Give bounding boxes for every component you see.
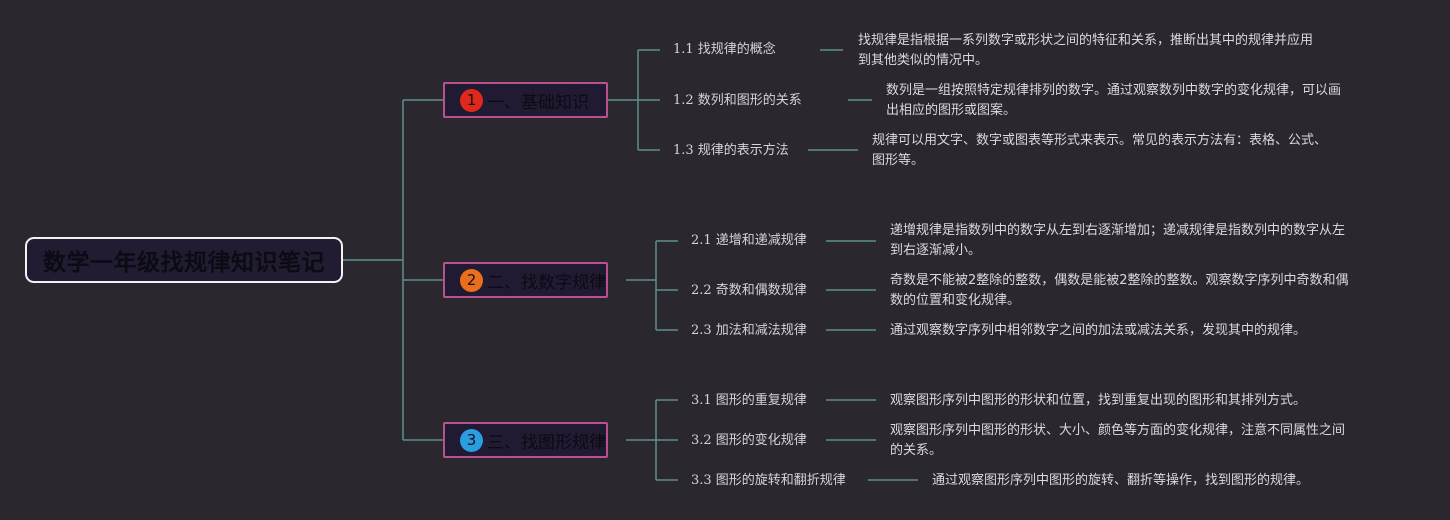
subtopic-3-2[interactable]: 3.2 图形的变化规律 — [691, 433, 807, 448]
root-node[interactable]: 数学一年级找规律知识笔记 — [25, 237, 343, 283]
description-3-2: 观察图形序列中图形的形状、大小、颜色等方面的变化规律，注意不同属性之间 的关系。 — [890, 423, 1346, 458]
subtopic-1-1[interactable]: 1.1 找规律的概念 — [673, 42, 776, 57]
subtopic-2-2[interactable]: 2.2 奇数和偶数规律 — [691, 283, 807, 298]
description-1-1: 找规律是指根据一系列数字或形状之间的特征和关系，推断出其中的规律并应用 到其他类… — [858, 33, 1314, 68]
branch-label: 二、找数字规律 — [487, 272, 606, 293]
description-3-1: 观察图形序列中图形的形状和位置，找到重复出现的图形和其排列方式。 — [890, 393, 1307, 408]
description-2-1: 递增规律是指数列中的数字从左到右逐渐增加；递减规律是指数列中的数字从左 到右逐渐… — [890, 223, 1346, 258]
branch-node-number-patterns[interactable]: 2 二、找数字规律 — [443, 262, 608, 298]
root-title: 数学一年级找规律知识笔记 — [43, 250, 325, 276]
branch-label: 三、找图形规律 — [487, 432, 606, 453]
subtopic-2-3[interactable]: 2.3 加法和减法规律 — [691, 323, 807, 338]
description-1-2: 数列是一组按照特定规律排列的数字。通过观察数列中数字的变化规律，可以画 出相应的… — [886, 83, 1342, 118]
branch-node-shape-patterns[interactable]: 3 三、找图形规律 — [443, 422, 608, 458]
subtopic-1-3[interactable]: 1.3 规律的表示方法 — [673, 143, 789, 158]
description-2-3: 通过观察数字序列中相邻数字之间的加法或减法关系，发现其中的规律。 — [890, 323, 1307, 338]
subtopic-3-1[interactable]: 3.1 图形的重复规律 — [691, 393, 807, 408]
number-badge-icon: 1 — [460, 88, 483, 112]
description-3-3: 通过观察图形序列中图形的旋转、翻折等操作，找到图形的规律。 — [932, 473, 1310, 488]
description-1-3: 规律可以用文字、数字或图表等形式来表示。常见的表示方法有：表格、公式、 图形等。 — [872, 133, 1328, 168]
description-2-2: 奇数是不能被2整除的整数，偶数是能被2整除的整数。观察数字序列中奇数和偶 数的位… — [890, 273, 1349, 308]
number-badge-icon: 3 — [460, 428, 483, 452]
subtopic-2-1[interactable]: 2.1 递增和递减规律 — [691, 233, 807, 248]
number-badge-icon: 2 — [460, 268, 483, 292]
subtopic-1-2[interactable]: 1.2 数列和图形的关系 — [673, 93, 802, 108]
subtopic-3-3[interactable]: 3.3 图形的旋转和翻折规律 — [691, 473, 846, 488]
branch-label: 一、基础知识 — [487, 92, 589, 113]
branch-node-basics[interactable]: 1 一、基础知识 — [443, 82, 608, 118]
